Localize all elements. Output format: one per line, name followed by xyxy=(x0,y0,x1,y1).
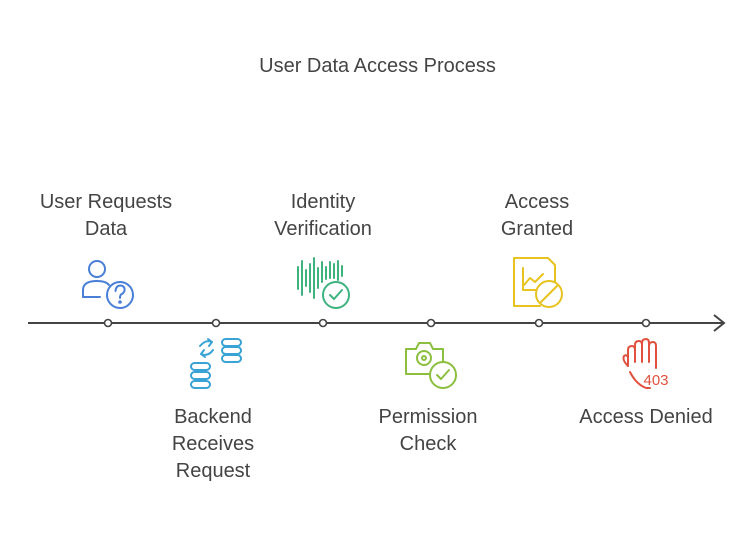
timeline-marker-backend-receives xyxy=(211,318,221,328)
timeline-marker-user-requests xyxy=(103,318,113,328)
timeline-marker-identity-verification xyxy=(318,318,328,328)
document-chart-blocked-icon xyxy=(513,257,563,308)
user-question-icon xyxy=(82,260,134,309)
timeline-marker-permission-check xyxy=(426,318,436,328)
camera-check-icon xyxy=(405,342,457,389)
diagram-title: User Data Access Process xyxy=(259,55,496,77)
step-label-access-denied: Access Denied xyxy=(579,406,713,428)
http-403-code: 403 xyxy=(643,372,668,389)
timeline-marker-access-granted xyxy=(534,318,544,328)
database-transfer-icon xyxy=(190,338,242,389)
hand-403-icon xyxy=(622,338,657,389)
voiceprint-check-icon xyxy=(297,257,350,309)
timeline-arrowhead xyxy=(713,314,726,332)
timeline-marker-access-denied xyxy=(641,318,651,328)
